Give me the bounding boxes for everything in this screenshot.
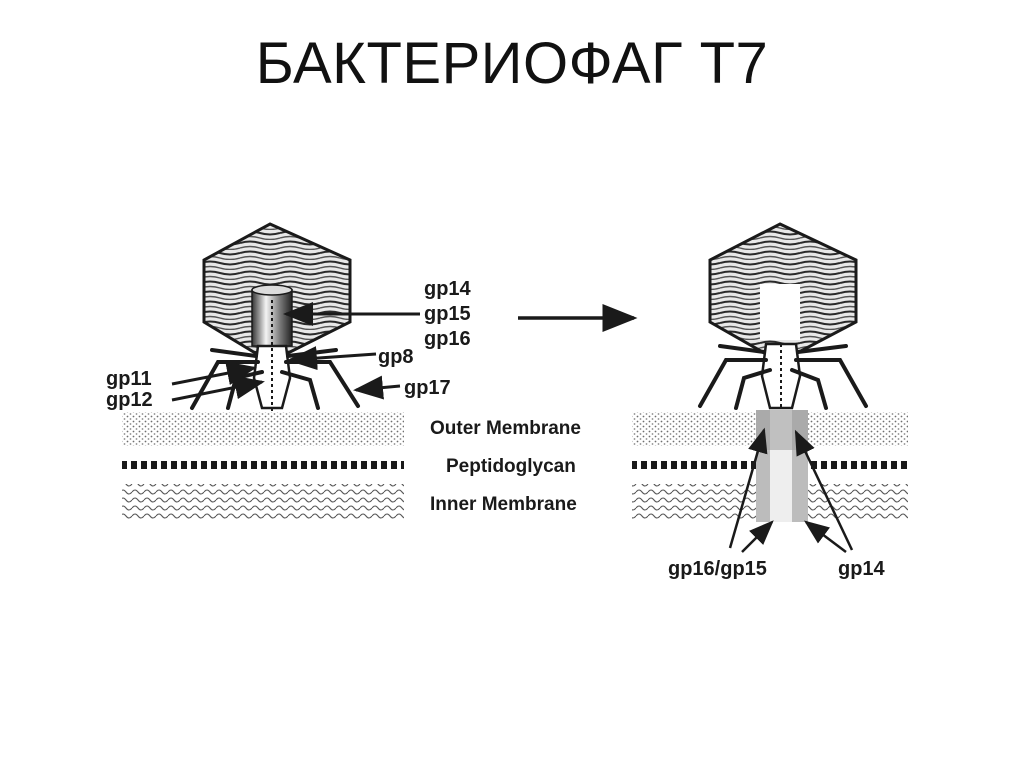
left-outer-membrane <box>122 412 404 446</box>
label-gp14: gp14 <box>424 278 472 300</box>
label-gp15: gp15 <box>424 303 471 325</box>
left-callout-lines <box>171 302 420 402</box>
label-peptidoglycan: Peptidoglycan <box>446 456 576 477</box>
slide-title: БАКТЕРИОФАГ Т7 <box>255 31 769 96</box>
label-gp16: gp16 <box>424 328 471 350</box>
label-gp14-right: gp14 <box>838 558 886 580</box>
label-gp8: gp8 <box>378 346 414 368</box>
right-tail-fibers <box>698 344 868 410</box>
right-callout-lines <box>728 427 854 553</box>
left-phage <box>190 222 360 412</box>
left-membrane-layers <box>122 412 404 520</box>
left-inner-membrane <box>122 484 404 520</box>
right-membrane-layers <box>632 410 908 522</box>
label-gp17: gp17 <box>404 377 451 399</box>
label-outer-membrane: Outer Membrane <box>430 418 581 439</box>
left-peptidoglycan <box>122 460 404 470</box>
label-gp16-gp15: gp16/gp15 <box>668 558 767 580</box>
label-gp12: gp12 <box>106 389 153 411</box>
right-phage <box>698 222 868 410</box>
label-inner-membrane: Inner Membrane <box>430 494 577 515</box>
label-gp11: gp11 <box>106 368 152 390</box>
